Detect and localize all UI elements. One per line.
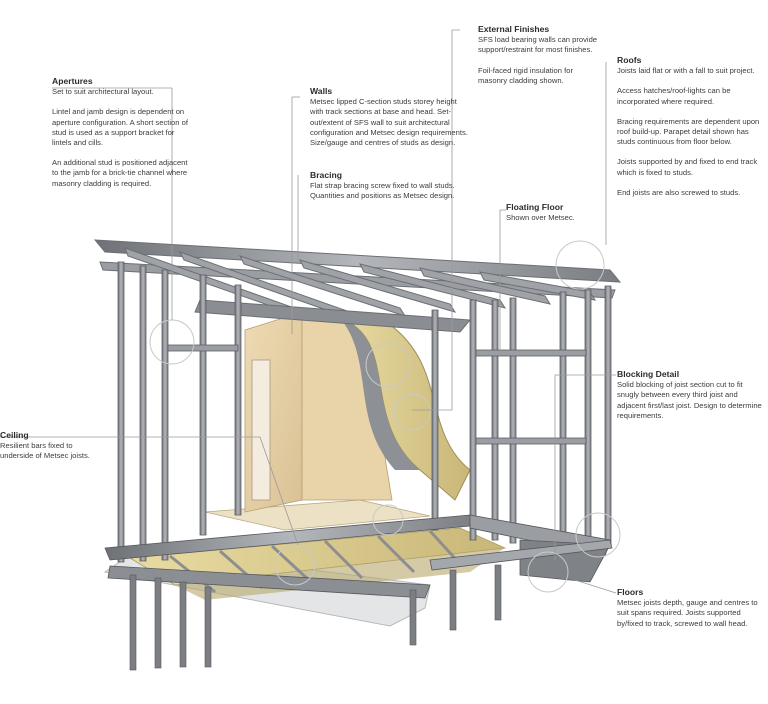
callout-ceiling: Ceiling Resilient bars fixed to undersid… [0, 430, 100, 462]
bracing-title: Bracing [310, 170, 342, 180]
roofs-title: Roofs [617, 55, 642, 65]
callout-roofs: Roofs Joists laid flat or with a fall to… [617, 55, 762, 198]
wall-boards [244, 311, 393, 513]
floating-floor-title: Floating Floor [506, 202, 564, 212]
external-finishes-title: External Finishes [478, 24, 550, 34]
apertures-text-3: An additional stud is positioned adjacen… [52, 158, 188, 188]
walls-text-1: Metsec lipped C-section studs storey hei… [310, 97, 468, 148]
blocking-detail-text-1: Solid blocking of joist section cut to f… [617, 380, 762, 420]
wall-studs [117, 261, 612, 563]
external-finishes-text-1: SFS load bearing walls can provide suppo… [478, 35, 598, 55]
ceiling-title: Ceiling [0, 430, 29, 440]
blocking-detail-title: Blocking Detail [617, 369, 680, 379]
roof-joists [93, 239, 622, 333]
callout-apertures: Apertures Set to suit architectural layo… [52, 76, 192, 189]
walls-title: Walls [310, 86, 333, 96]
roofs-text-4: Joists supported by and fixed to end tra… [617, 157, 758, 177]
detail-circles [149, 240, 621, 593]
floating-floor-board [204, 499, 431, 531]
apertures-text-2: Lintel and jamb design is dependent on a… [52, 107, 188, 148]
lower-posts [129, 564, 502, 671]
floors-title: Floors [617, 587, 644, 597]
floating-floor-text-1: Shown over Metsec. [506, 213, 575, 223]
bracing-text-1: Flat strap bracing screw fixed to wall s… [310, 181, 455, 201]
roofs-text-1: Joists laid flat or with a fall to suit … [617, 66, 755, 76]
floors-text-1: Metsec joists depth, gauge and centres t… [617, 598, 758, 628]
roofs-text-3: Bracing requirements are dependent upon … [617, 116, 760, 147]
leader-lines [0, 29, 617, 594]
apertures-text-1: Set to suit architectural layout. [52, 87, 154, 97]
apertures-title: Apertures [52, 76, 93, 86]
wall-lintels [167, 344, 587, 445]
callout-bracing: Bracing Flat strap bracing screw fixed t… [310, 170, 460, 202]
callout-floating-floor: Floating Floor Shown over Metsec. [506, 202, 606, 223]
callout-blocking-detail: Blocking Detail Solid blocking of joist … [617, 369, 762, 421]
ceiling-text-1: Resilient bars fixed to underside of Met… [0, 441, 90, 461]
roofs-text-5: End joists are also screwed to studs. [617, 187, 741, 197]
callout-floors: Floors Metsec joists depth, gauge and ce… [617, 587, 762, 629]
callout-external-finishes: External Finishes SFS load bearing walls… [478, 24, 598, 86]
roofs-text-2: Access hatches/roof-lights can be incorp… [617, 86, 731, 106]
external-finishes-text-2: Foil-faced rigid insulation for masonry … [478, 65, 573, 85]
callout-walls: Walls Metsec lipped C-section studs stor… [310, 86, 470, 148]
